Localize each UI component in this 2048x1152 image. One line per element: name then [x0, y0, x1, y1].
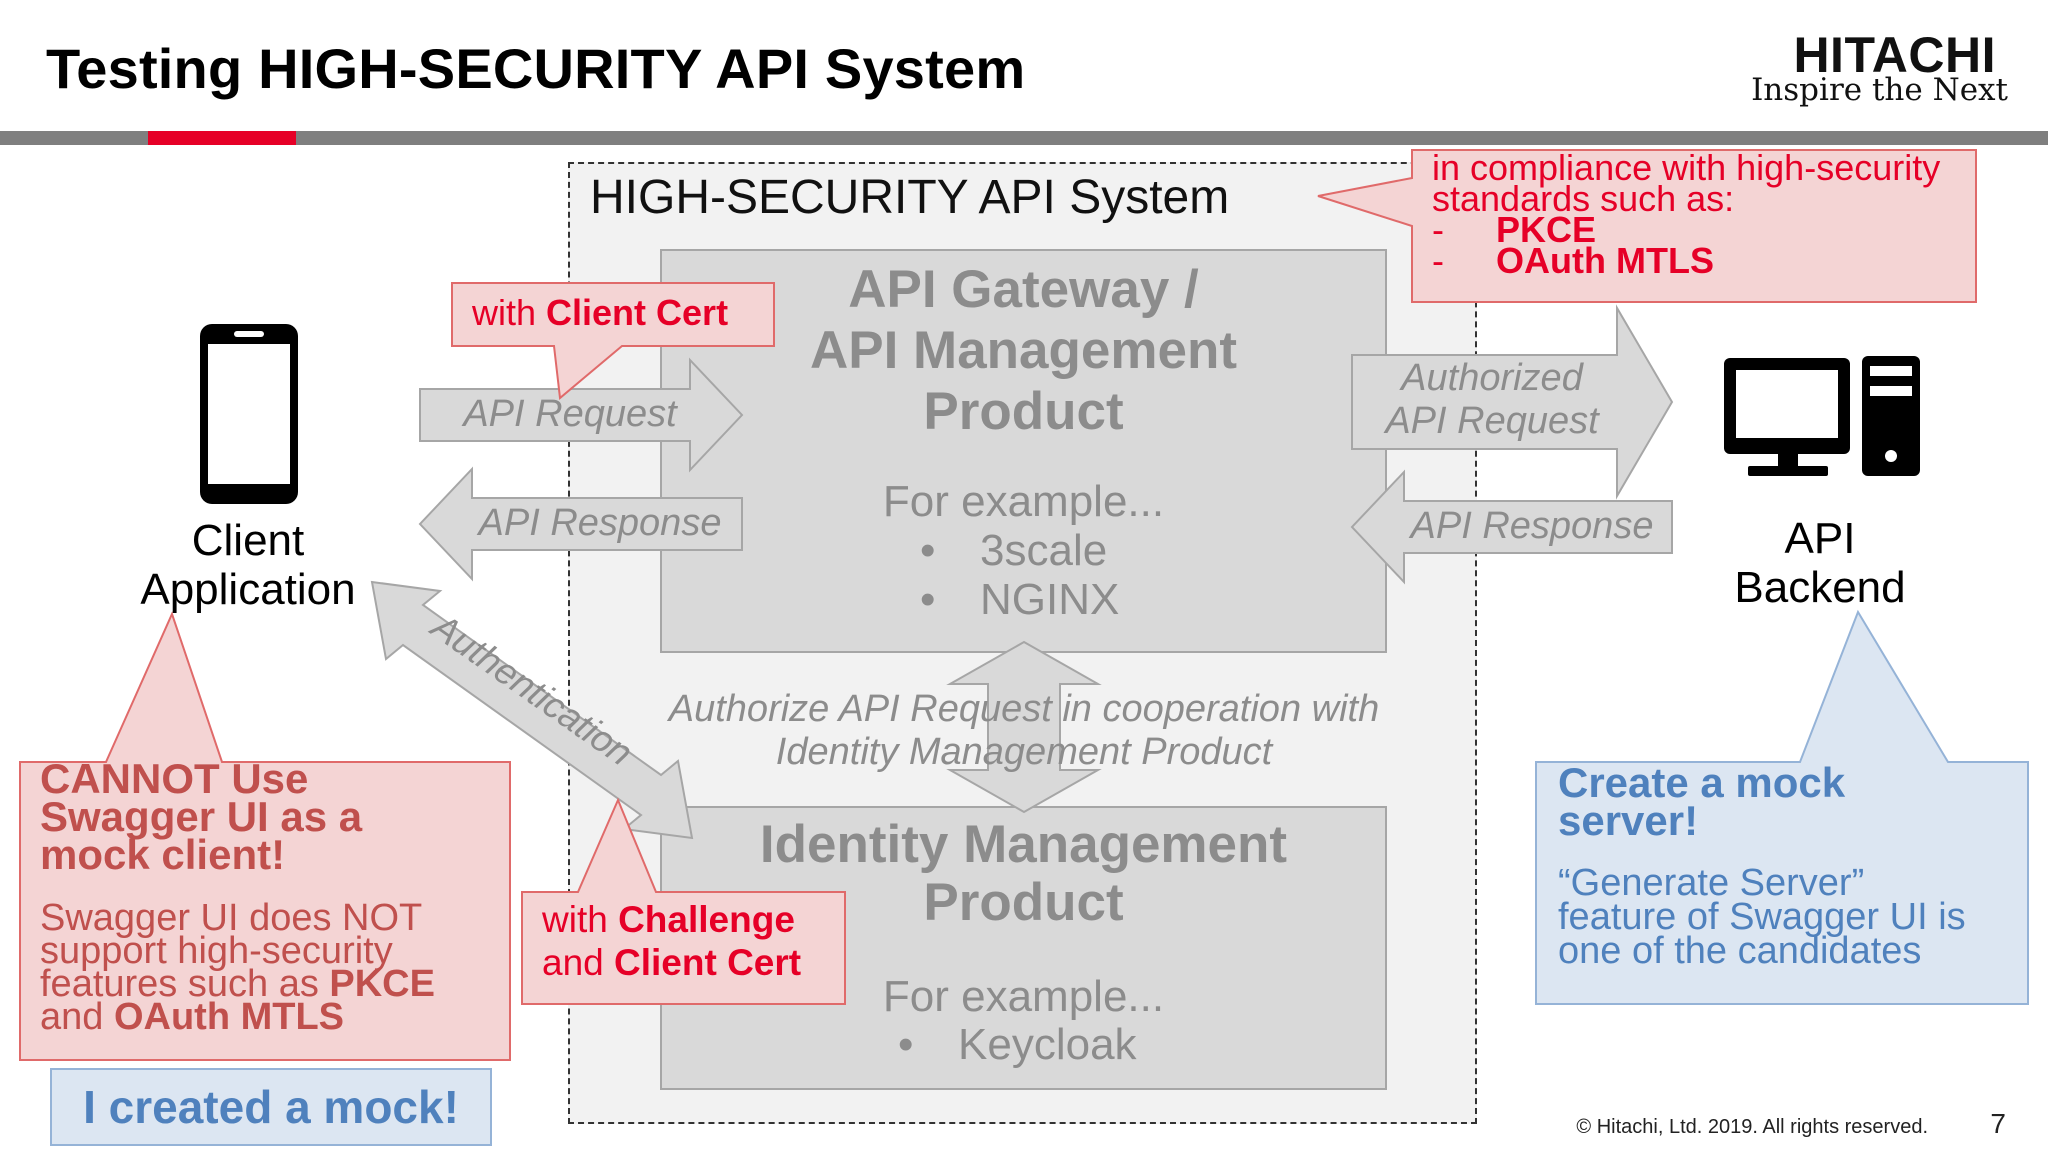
challenge-cert-prefix: and	[542, 942, 615, 983]
api-request-arrow	[419, 357, 744, 473]
cannot-title-line3: mock client!	[40, 831, 286, 878]
client-cert-highlight: Client Cert	[546, 292, 729, 333]
client-cert-prefix: with	[472, 292, 547, 333]
standard-pkce: PKCE	[1496, 209, 1597, 250]
api-gateway-box: API Gateway / API Management Product For…	[660, 249, 1387, 653]
cannot-callout-shape	[19, 611, 511, 1061]
example-keycloak: Keycloak	[958, 1020, 1137, 1069]
page-number: 7	[1990, 1108, 2006, 1139]
mock-server-callout-body: “Generate Server” feature of Swagger UI …	[1558, 862, 1966, 972]
mock-server-callout-shape	[1535, 609, 2029, 1005]
cannot-body-pkce: PKCE	[329, 963, 435, 1005]
cannot-body-line1: Swagger UI does NOT	[40, 897, 423, 939]
idm-title-line1: Identity Management	[759, 815, 1288, 874]
system-title: HIGH-SECURITY API System	[590, 171, 1230, 224]
cannot-body-line3-prefix: features such as	[40, 963, 330, 1005]
idm-title-line2: Product	[923, 873, 1124, 932]
challenge-prefix: with	[542, 899, 619, 940]
compliance-line2: standards such as:	[1432, 178, 1735, 219]
mock-body-line3: one of the candidates	[1558, 930, 1922, 972]
cooperation-line2: Identity Management Product	[775, 731, 1273, 773]
idm-example-item: • Keycloak	[898, 1020, 1137, 1070]
example-3scale: 3scale	[980, 526, 1108, 575]
desktop-computer-icon	[1724, 356, 1920, 476]
api-response-label-client: API Response	[478, 502, 722, 544]
mock-body-line2: feature of Swagger UI is	[1558, 896, 1966, 938]
mock-body-line1: “Generate Server”	[1558, 862, 1865, 904]
cannot-callout-title: CANNOT Use Swagger UI as a mock client!	[40, 755, 363, 878]
authorized-request-line2: API Request	[1385, 400, 1599, 442]
cannot-callout-body: Swagger UI does NOT support high-securit…	[40, 897, 435, 1036]
api-response-arrow-client	[418, 466, 743, 582]
backend-label-line2: Backend	[1734, 563, 1906, 612]
compliance-callout: in compliance with high-security standar…	[1432, 147, 1941, 281]
cannot-title-line2: Swagger UI as a	[40, 793, 363, 840]
bullet-mark: •	[920, 526, 936, 575]
created-mock-banner: I created a mock!	[50, 1068, 492, 1146]
authorized-request-line1: Authorized	[1401, 357, 1583, 399]
api-response-label-backend: API Response	[1410, 505, 1654, 547]
bullet-mark: •	[898, 1020, 914, 1069]
gateway-title-line3: Product	[923, 382, 1124, 441]
mock-server-callout-title: Create a mock server!	[1558, 759, 1846, 844]
cannot-body-oauth-mtls: OAuth MTLS	[113, 996, 345, 1038]
client-label-line1: Client	[191, 516, 305, 565]
cooperation-line1: Authorize API Request in cooperation wit…	[668, 688, 1380, 730]
api-response-arrow-backend	[1350, 469, 1673, 585]
challenge-cert-highlight: Client Cert	[614, 942, 802, 983]
challenge-highlight: Challenge	[618, 899, 795, 940]
challenge-callout: with Challenge and Client Cert	[542, 898, 801, 984]
logo-tagline: Inspire the Next	[1751, 72, 2008, 108]
header-divider-bar	[0, 131, 2048, 145]
idm-example-label: For example...	[882, 972, 1165, 1021]
smartphone-icon	[200, 324, 298, 504]
authorized-request-arrow	[1351, 304, 1674, 500]
slide-title: Testing HIGH-SECURITY API System	[46, 37, 1026, 100]
api-backend-label: API Backend	[1700, 514, 1940, 612]
copyright-footer: © Hitachi, Ltd. 2019. All rights reserve…	[1576, 1116, 1928, 1138]
client-label-line2: Application	[140, 565, 356, 614]
cannot-body-line2: support high-security	[40, 930, 393, 972]
gateway-example-item: • 3scale	[920, 526, 1107, 576]
mock-title-line2: server!	[1558, 797, 1699, 844]
client-cert-callout: with Client Cert	[472, 292, 728, 334]
compliance-callout-shape	[1317, 149, 1977, 303]
dash-mark: -	[1432, 240, 1444, 281]
gateway-title-line1: API Gateway /	[848, 260, 1199, 319]
challenge-callout-shape	[521, 797, 846, 1005]
api-request-label: API Request	[463, 393, 677, 435]
cooperation-label: Authorize API Request in cooperation wit…	[644, 688, 1404, 774]
header-accent-bar	[148, 131, 296, 145]
gateway-example-item: • NGINX	[920, 575, 1119, 625]
hitachi-logo: HITACHI	[1793, 27, 1996, 83]
backend-label-line1: API	[1784, 514, 1856, 563]
dash-mark: -	[1432, 209, 1444, 250]
gateway-title-line2: API Management	[809, 321, 1238, 380]
standard-oauth-mtls: OAuth MTLS	[1496, 240, 1714, 281]
bullet-mark: •	[920, 575, 936, 624]
mock-title-line1: Create a mock	[1558, 759, 1846, 806]
cooperation-double-arrow	[946, 640, 1102, 814]
cannot-title-line1: CANNOT Use	[40, 755, 309, 802]
cannot-body-line4-prefix: and	[40, 996, 114, 1038]
client-cert-callout-shape	[451, 282, 775, 400]
gateway-example-label: For example...	[882, 477, 1165, 526]
compliance-line1: in compliance with high-security	[1432, 147, 1941, 188]
authorized-request-label: Authorized API Request	[1352, 357, 1632, 443]
authentication-arrow	[370, 580, 694, 840]
client-application-label: Client Application	[110, 516, 386, 614]
example-nginx: NGINX	[980, 575, 1120, 624]
